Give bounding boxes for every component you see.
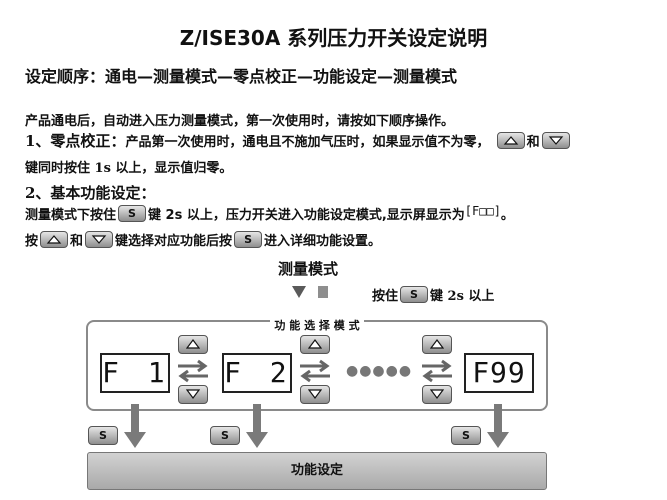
s-key-label: S	[128, 207, 136, 220]
press-s-instruction: 按住 S 键 2s 以上	[372, 285, 494, 304]
zero-calibration-line1: 1、零点校正：产品第一次使用时，通电且不施加气压时，如果显示值不为零， 和	[25, 130, 572, 151]
s-key-label: S	[410, 288, 418, 301]
down-key-icon	[178, 385, 208, 404]
down-key-icon	[541, 132, 570, 149]
function-select-frame: 功 能 选 择 模 式 F 1 F 2 F99 ●●●●●	[86, 319, 548, 411]
display-code: [F□□]	[464, 204, 501, 218]
page-title: Z/ISE30A 系列压力开关设定说明	[179, 26, 488, 50]
s-key-icon: S	[210, 426, 240, 445]
section2-text1-end: 。	[500, 208, 514, 223]
up-key-icon	[496, 132, 525, 149]
press-label-a: 按住	[372, 289, 399, 304]
up-key-icon	[40, 231, 69, 248]
down-key-icon	[300, 385, 330, 404]
section2-text2a: 按	[25, 234, 39, 249]
s-key-label: S	[221, 429, 229, 442]
section1-text1: 产品第一次使用时，通电且不施加气压时，如果显示值不为零，	[125, 135, 490, 150]
down-arrow-icon	[487, 404, 509, 448]
press-label-b: 键 2s 以上	[430, 289, 495, 304]
function-setting-line2: 按 和 键选择对应功能后按 S 进入详细功能设置。	[25, 230, 381, 249]
function-setting-line1: 测量模式下按住 S 键 2s 以上，压力开关进入功能设定模式,显示屏显示为[F□□]…	[25, 204, 514, 223]
s-key-icon: S	[400, 286, 429, 303]
down-key-icon	[85, 231, 114, 248]
display-f99: F99	[464, 353, 534, 393]
s-key-label: S	[244, 233, 253, 246]
function-setting-bar: 功能设定	[87, 452, 547, 490]
s-key-label: S	[99, 429, 107, 442]
section1-heading: 1、零点校正：	[25, 132, 126, 150]
section2-heading: 2、基本功能设定：	[25, 184, 156, 202]
function-select-label: 功 能 选 择 模 式	[270, 319, 364, 332]
measure-mode-label: 测量模式	[278, 260, 339, 278]
mode-indicator-icon	[292, 286, 328, 298]
down-arrow-icon	[246, 404, 268, 448]
switch-arrows-icon	[422, 359, 452, 383]
section1-and: 和	[526, 135, 540, 150]
s-key-icon: S	[234, 231, 263, 248]
intro-text: 产品通电后，自动进入压力测量模式，第一次使用时，请按如下顺序操作。	[25, 114, 455, 129]
s-key-icon: S	[118, 205, 147, 222]
section2-text2b: 键选择对应功能后按	[115, 234, 233, 249]
display-f2: F 2	[222, 353, 292, 393]
down-key-icon	[422, 385, 452, 404]
up-key-icon	[178, 335, 208, 354]
section1-text2: 键同时按住 1s 以上，显示值归零。	[25, 161, 233, 176]
ellipsis-dots: ●●●●●	[346, 363, 413, 379]
setting-sequence: 设定顺序：通电—测量模式—零点校正—功能设定—测量模式	[25, 67, 458, 86]
section2-text2c: 进入详细功能设置。	[264, 234, 382, 249]
down-arrow-icon	[124, 404, 146, 448]
switch-arrows-icon	[178, 359, 208, 383]
s-key-icon: S	[451, 426, 481, 445]
section2-text1a: 测量模式下按住	[25, 208, 117, 223]
up-key-icon	[300, 335, 330, 354]
s-key-label: S	[462, 429, 470, 442]
display-f1: F 1	[100, 353, 170, 393]
section2-and: 和	[70, 234, 84, 249]
s-key-icon: S	[88, 426, 118, 445]
up-key-icon	[422, 335, 452, 354]
section2-text1b: 键 2s 以上，压力开关进入功能设定模式,显示屏显示为	[148, 208, 465, 223]
switch-arrows-icon	[300, 359, 330, 383]
